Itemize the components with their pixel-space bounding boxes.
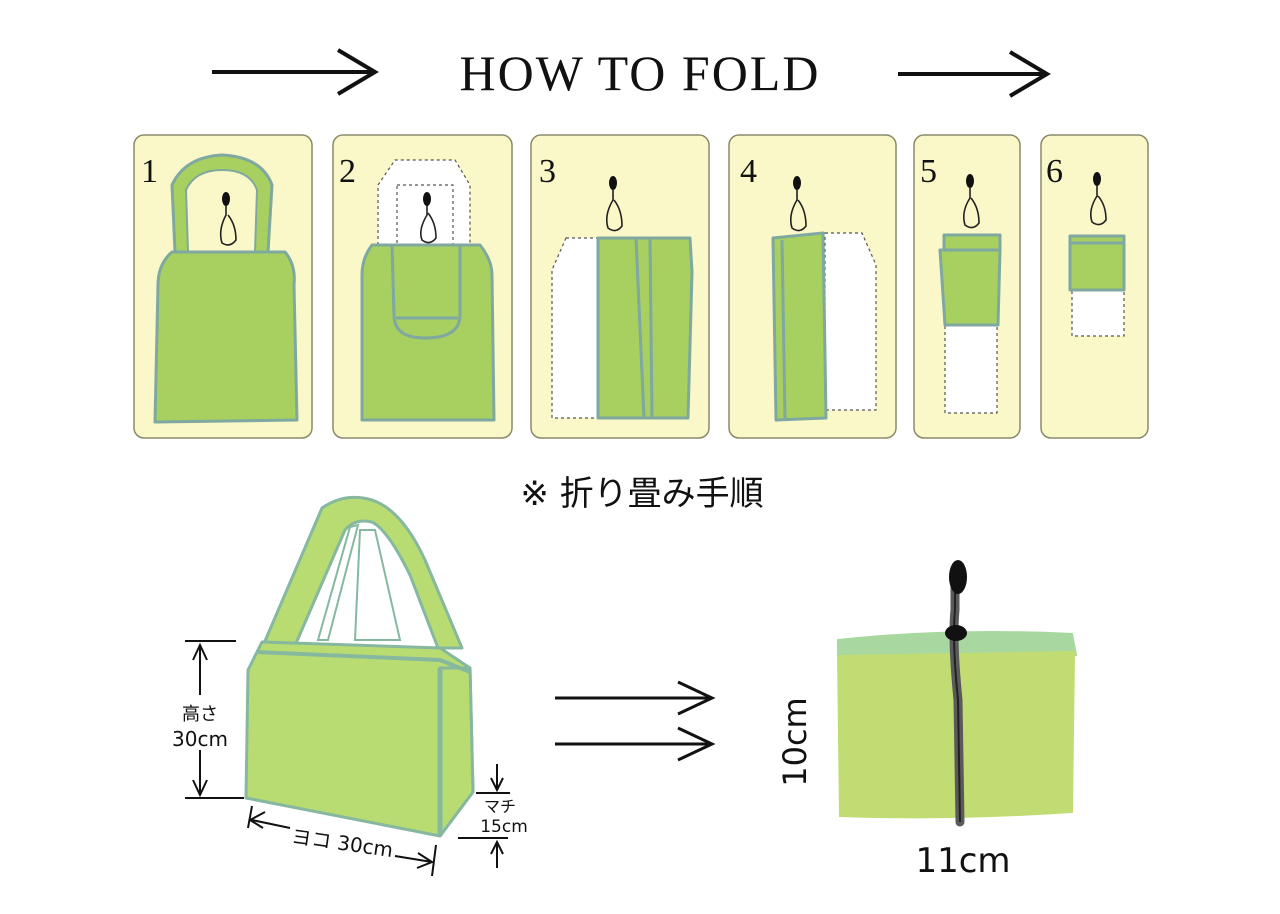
folded-pouch-illustration [836, 560, 1078, 827]
step-2-cord [420, 192, 437, 244]
step-6-cord [1090, 172, 1107, 226]
step-4-cord [790, 176, 807, 232]
gusset-value: 15cm [480, 817, 528, 837]
step-5-number: 5 [920, 153, 937, 190]
step-5-panel: 5 [913, 134, 1021, 439]
page-title: HOW TO FOLD [460, 45, 821, 101]
step-3-cord [606, 176, 623, 232]
step-2-number: 2 [339, 153, 356, 190]
step-3-panel: 3 [530, 134, 710, 439]
gusset-dimension: マチ 15cm [458, 764, 528, 868]
full-bag-illustration [244, 495, 475, 838]
step-2-panel: 2 [332, 134, 513, 439]
step-6-panel: 6 [1040, 134, 1149, 439]
step-5-cord [963, 174, 980, 229]
width-label: ヨコ 30cm [290, 824, 395, 862]
title-right-arrow [898, 50, 1051, 98]
title-left-arrow [212, 48, 379, 96]
step-3-number: 3 [539, 153, 556, 190]
step-6-number: 6 [1046, 153, 1063, 190]
step-1-panel: 1 [133, 134, 313, 439]
caption: ※ 折り畳み手順 [520, 474, 763, 514]
transform-arrows [555, 680, 716, 762]
folded-width-label: 11cm [915, 841, 1010, 881]
step-1-cord [219, 192, 237, 246]
height-label: 高さ [182, 704, 218, 725]
step-4-number: 4 [740, 153, 757, 190]
gusset-label: マチ [484, 797, 516, 816]
height-value: 30cm [172, 727, 228, 751]
step-4-panel: 4 [728, 134, 897, 439]
folded-height-label: 10cm [776, 697, 814, 786]
height-dimension: 高さ 30cm [172, 640, 244, 799]
step-1-number: 1 [141, 153, 158, 190]
